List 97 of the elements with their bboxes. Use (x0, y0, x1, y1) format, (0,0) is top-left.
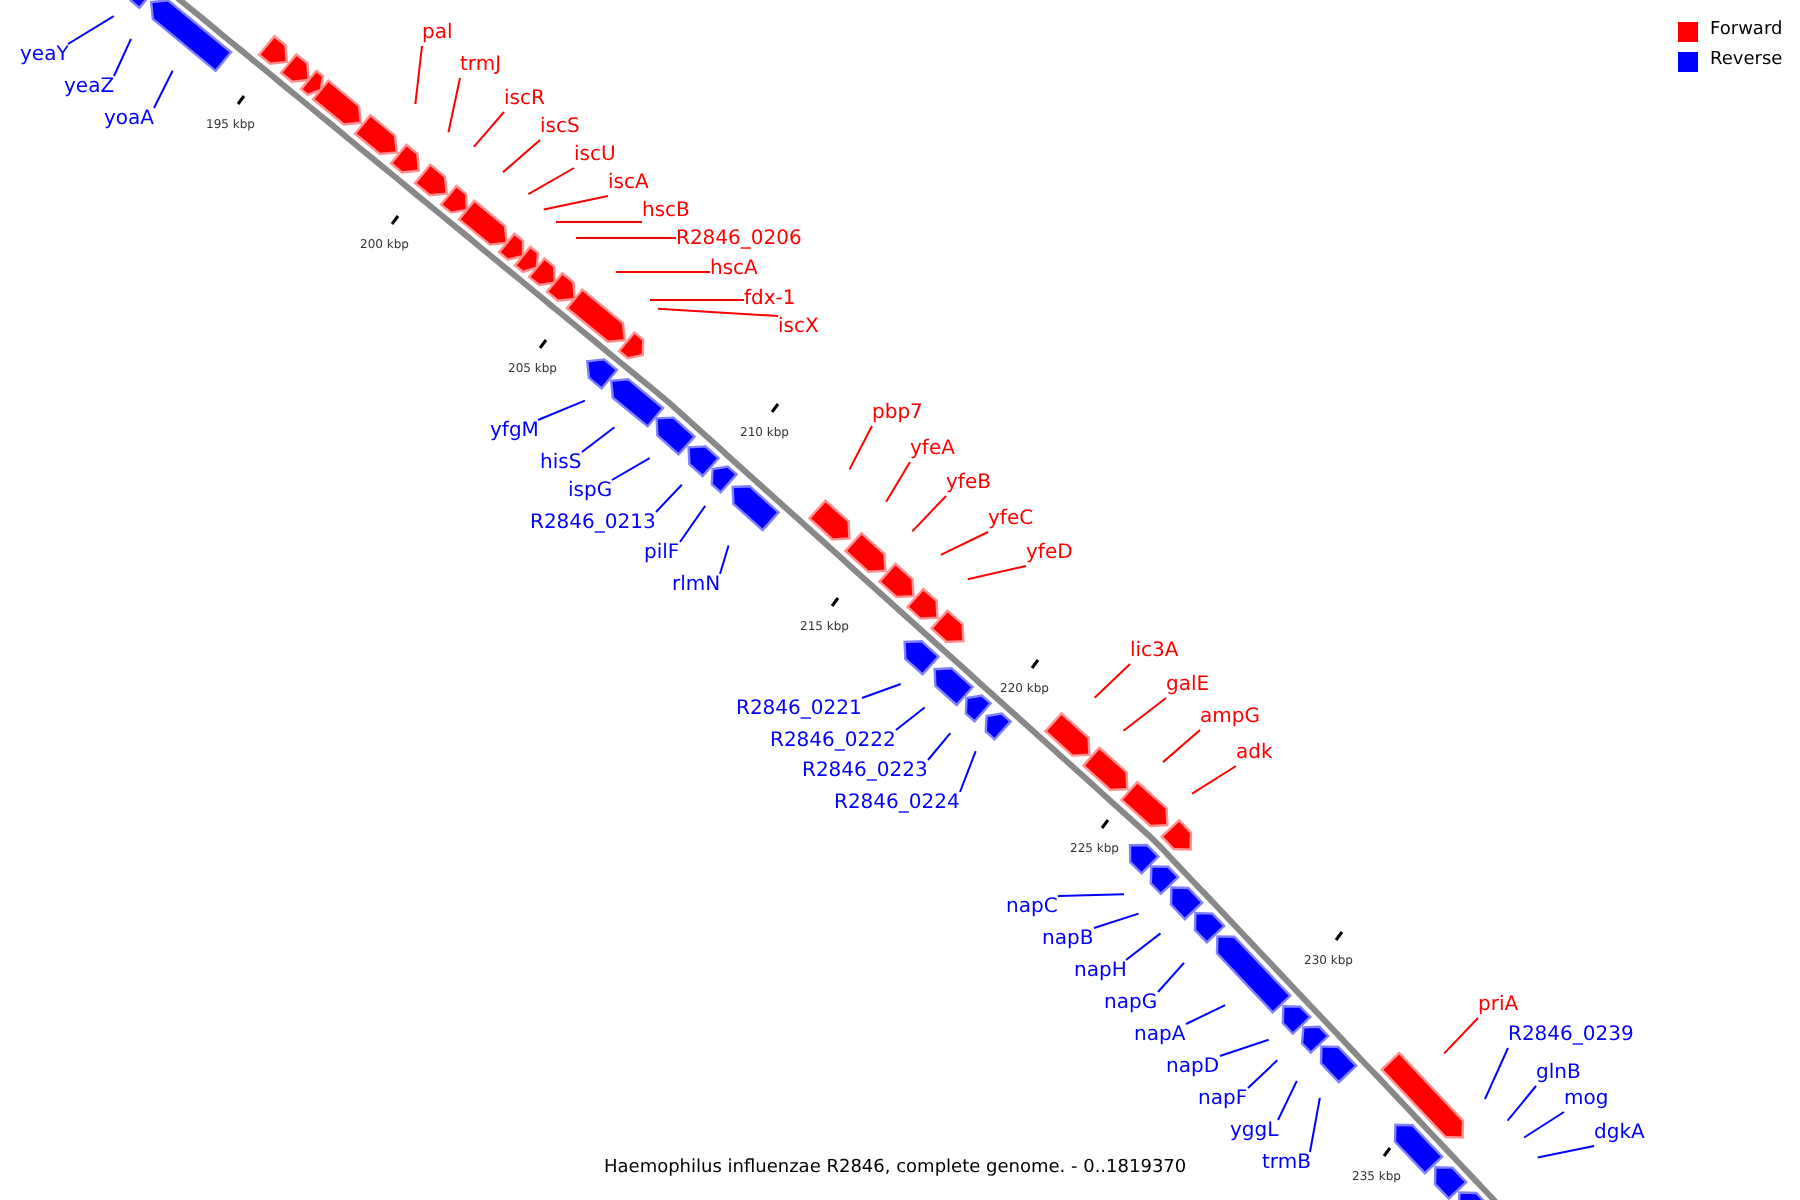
gene-label: iscS (540, 116, 580, 140)
leader-line (959, 750, 977, 793)
gene-label: pilF (644, 542, 680, 566)
leader-line (414, 45, 423, 106)
gene-label: napF (1198, 1088, 1248, 1112)
leader-line (885, 461, 911, 503)
leader-line (1506, 1085, 1537, 1122)
leader-line (966, 565, 1027, 581)
leader-line (575, 237, 677, 239)
gene-label: R2846_0221 (736, 698, 862, 722)
leader-line (1185, 1004, 1227, 1025)
leader-line (153, 69, 174, 109)
leader-line (1122, 697, 1167, 732)
gene-label: lic3A (1130, 640, 1179, 664)
gene-label: R2846_0223 (802, 760, 928, 784)
gene-label: napD (1166, 1056, 1220, 1080)
gene-label: hscA (710, 258, 758, 282)
legend-label: Reverse (1710, 50, 1783, 72)
leader-line (1162, 729, 1201, 764)
gene-label: dgkA (1594, 1122, 1645, 1146)
gene-label: ispG (568, 480, 613, 504)
leader-line (615, 271, 711, 273)
gene-label: napA (1134, 1024, 1186, 1048)
gene-label: yeaZ (64, 76, 115, 100)
gene-label: adk (1236, 742, 1273, 766)
gene-label: trmB (1262, 1152, 1311, 1176)
leader-line (1125, 932, 1162, 961)
leader-line (1523, 1111, 1565, 1139)
leader-line (939, 531, 989, 556)
leader-line (542, 195, 609, 211)
gene-label: napH (1074, 960, 1127, 984)
gene-label: napC (1006, 896, 1058, 920)
leader-line (1093, 663, 1131, 699)
gene-label: iscU (574, 144, 616, 168)
gene-label: R2846_0222 (770, 730, 896, 754)
gene-label: R2846_0206 (676, 228, 802, 252)
caption: Haemophilus influenzae R2846, complete genome. - 0..1819370 (604, 1158, 1187, 1180)
leader-line (1057, 893, 1125, 897)
gene-label: R2846_0213 (530, 512, 656, 536)
gene-label: yfeA (910, 438, 955, 462)
leader-line (581, 426, 616, 453)
gene-label: iscR (504, 88, 545, 112)
leader-line (537, 399, 586, 421)
leader-line (527, 167, 575, 196)
leader-line (679, 504, 707, 543)
leader-line (719, 544, 730, 575)
gene-label: yfeC (988, 508, 1034, 532)
gene-label: iscA (608, 172, 649, 196)
gene-label: pbp7 (872, 402, 923, 426)
gene-label: pal (422, 22, 453, 46)
gene-label: ampG (1200, 706, 1260, 730)
leader-line (555, 221, 643, 223)
leader-line (927, 732, 952, 761)
leader-line (1483, 1047, 1509, 1101)
leader-line (1536, 1145, 1595, 1159)
leader-line (1277, 1079, 1298, 1121)
gene-label: napB (1042, 928, 1094, 952)
leader-line (1093, 912, 1140, 929)
leader-line (1219, 1038, 1270, 1057)
leader-line (895, 706, 926, 731)
gene-label: R2846_0224 (834, 792, 960, 816)
leader-line (472, 111, 505, 148)
gene-label: yoaA (104, 108, 155, 132)
gene-label: trmJ (460, 54, 502, 78)
leader-line (611, 457, 651, 481)
leader-line (649, 299, 745, 301)
leader-line (1443, 1017, 1479, 1055)
legend-label: Forward (1710, 20, 1783, 42)
gene-label: yggL (1230, 1120, 1279, 1144)
leader-line (447, 77, 461, 134)
leader-line (1157, 961, 1185, 993)
gene-label: glnB (1536, 1062, 1581, 1086)
leader-line (502, 139, 541, 174)
gene-label: priA (1478, 994, 1519, 1018)
leader-line (911, 495, 947, 533)
gene-label: rlmN (672, 574, 721, 598)
leader-line (1247, 1059, 1279, 1089)
leader-line (1191, 765, 1237, 795)
leader-line (848, 425, 873, 471)
leader-line (1309, 1096, 1321, 1153)
gene-label: hscB (642, 200, 690, 224)
gene-label: yfeB (946, 472, 991, 496)
gene-label: R2846_0239 (1508, 1024, 1634, 1048)
leader-line (861, 683, 902, 699)
leader-line (67, 15, 115, 45)
leader-line (657, 307, 779, 317)
gene-label: yeaY (20, 44, 69, 68)
gene-label: iscX (778, 316, 819, 340)
gene-label: galE (1166, 674, 1210, 698)
gene-label: yfeD (1026, 542, 1073, 566)
gene-label: hisS (540, 452, 582, 476)
leader-line (113, 37, 132, 77)
gene-label: mog (1564, 1088, 1609, 1112)
gene-label: fdx-1 (744, 288, 796, 312)
gene-label: napG (1104, 992, 1158, 1016)
gene-label: yfgM (490, 420, 539, 444)
leader-line (655, 483, 683, 513)
